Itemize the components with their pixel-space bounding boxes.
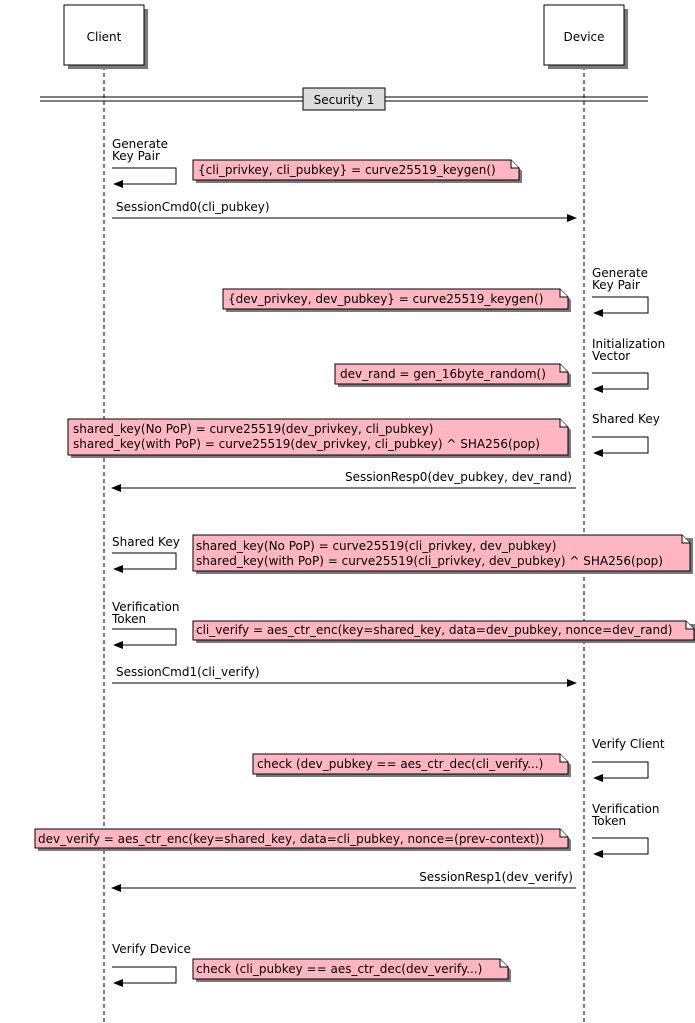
device-self-call-verify-client: Verify Client	[592, 737, 665, 782]
device-self-call-shared-key: Shared Key	[592, 412, 660, 457]
client-actor-label: Client	[87, 30, 122, 44]
note-text: {cli_privkey, cli_pubkey} = curve25519_k…	[198, 163, 496, 177]
note-check-dev-verify: check (cli_pubkey == aes_ctr_dec(dev_ver…	[192, 958, 511, 982]
separator-label: Security 1	[314, 93, 375, 107]
note-text: shared_key(with PoP) = curve25519(cli_pr…	[196, 554, 663, 568]
self-call-label: Shared Key	[592, 412, 660, 426]
note-text: dev_verify = aes_ctr_enc(key=shared_key,…	[38, 832, 544, 846]
note-text: check (cli_pubkey == aes_ctr_dec(dev_ver…	[196, 962, 482, 976]
note-cli-verify: cli_verify = aes_ctr_enc(key=shared_key,…	[192, 620, 695, 643]
self-call-label: Token	[591, 814, 626, 828]
message-label: SessionCmd1(cli_verify)	[116, 665, 260, 679]
message-session-resp1: SessionResp1(dev_verify)	[111, 870, 576, 892]
note-cli-shared-key: shared_key(No PoP) = curve25519(cli_priv…	[192, 534, 693, 574]
client-actor: Client	[63, 4, 148, 69]
message-session-resp0: SessionResp0(dev_pubkey, dev_rand)	[111, 470, 576, 492]
self-call-label: Verification	[112, 600, 179, 614]
client-self-call-verify-device: Verify Device	[112, 942, 191, 987]
note-check-cli-verify: check (dev_pubkey == aes_ctr_dec(cli_ver…	[252, 753, 571, 777]
note-text: dev_rand = gen_16byte_random()	[340, 367, 546, 381]
self-call-label: Initialization	[592, 337, 665, 351]
security-separator: Security 1	[40, 87, 648, 111]
self-call-label: Key Pair	[112, 149, 160, 163]
self-call-label: Token	[111, 612, 146, 626]
note-dev-verify: dev_verify = aes_ctr_enc(key=shared_key,…	[34, 828, 571, 851]
device-self-call-verification-token: Verification Token	[591, 802, 659, 858]
message-session-cmd0: SessionCmd0(cli_pubkey)	[112, 200, 577, 222]
self-call-label: Vector	[592, 349, 630, 363]
device-self-call-generate: Generate Key Pair	[592, 266, 649, 317]
note-text: shared_key(No PoP) = curve25519(dev_priv…	[73, 422, 433, 436]
note-text: check (dev_pubkey == aes_ctr_dec(cli_ver…	[257, 757, 543, 771]
note-dev-rand: dev_rand = gen_16byte_random()	[334, 363, 571, 387]
self-call-label: Shared Key	[112, 535, 180, 549]
self-call-label: Verify Device	[112, 942, 191, 956]
self-call-label: Verification	[592, 802, 659, 816]
client-self-call-shared-key: Shared Key	[112, 535, 180, 573]
self-call-label: Key Pair	[592, 278, 640, 292]
client-self-call-generate: Generate Key Pair	[112, 137, 177, 188]
client-self-call-verification-token: Verification Token	[111, 600, 179, 649]
message-label: SessionCmd0(cli_pubkey)	[116, 200, 270, 214]
self-call-label: Generate	[592, 266, 648, 280]
self-call-label: Verify Client	[592, 737, 665, 751]
note-dev-shared-key: shared_key(No PoP) = curve25519(dev_priv…	[67, 418, 571, 458]
note-text: shared_key(No PoP) = curve25519(cli_priv…	[196, 539, 556, 553]
note-cli-keygen: {cli_privkey, cli_pubkey} = curve25519_k…	[192, 159, 522, 183]
device-actor: Device	[543, 4, 628, 69]
note-text: cli_verify = aes_ctr_enc(key=shared_key,…	[196, 623, 672, 637]
message-session-cmd1: SessionCmd1(cli_verify)	[112, 665, 577, 687]
message-label: SessionResp1(dev_verify)	[419, 870, 573, 884]
note-dev-keygen: {dev_privkey, dev_pubkey} = curve25519_k…	[222, 288, 571, 312]
note-text: shared_key(with PoP) = curve25519(dev_pr…	[73, 437, 540, 451]
self-call-label: Generate	[112, 137, 168, 151]
note-text: {dev_privkey, dev_pubkey} = curve25519_k…	[228, 292, 543, 306]
device-actor-label: Device	[563, 30, 604, 44]
message-label: SessionResp0(dev_pubkey, dev_rand)	[345, 470, 572, 484]
device-self-call-iv: Initialization Vector	[592, 337, 665, 393]
